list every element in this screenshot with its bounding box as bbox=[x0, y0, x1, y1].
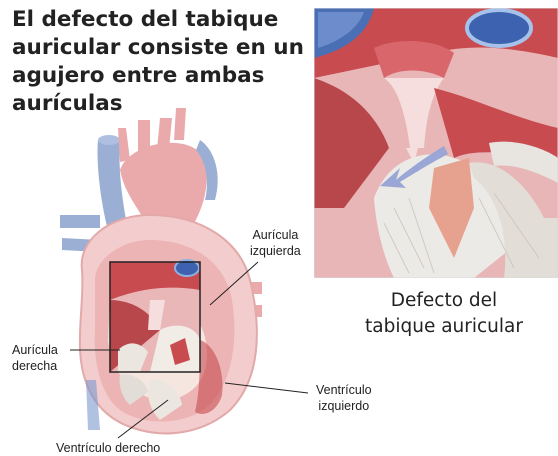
zoom-caption: Defecto del tabique auricular bbox=[330, 288, 558, 340]
label-ventriculo-derecho: Ventrículo derecho bbox=[56, 440, 160, 456]
label-line: derecha bbox=[12, 358, 58, 374]
label-line: izquierdo bbox=[316, 398, 372, 414]
zoom-detail-image bbox=[314, 8, 558, 278]
label-line: izquierda bbox=[250, 243, 301, 259]
label-ventriculo-izquierdo: Ventrículo izquierdo bbox=[316, 382, 372, 414]
label-line: Aurícula bbox=[12, 342, 58, 358]
caption-line: Defecto del bbox=[330, 288, 558, 314]
label-line: Aurícula bbox=[250, 227, 301, 243]
label-auricula-derecha: Aurícula derecha bbox=[12, 342, 58, 374]
label-line: Ventrículo derecho bbox=[56, 440, 160, 456]
magnified-region bbox=[110, 260, 200, 372]
label-auricula-izquierda: Aurícula izquierda bbox=[250, 227, 301, 259]
label-line: Ventrículo bbox=[316, 382, 372, 398]
caption-line: tabique auricular bbox=[330, 314, 558, 340]
